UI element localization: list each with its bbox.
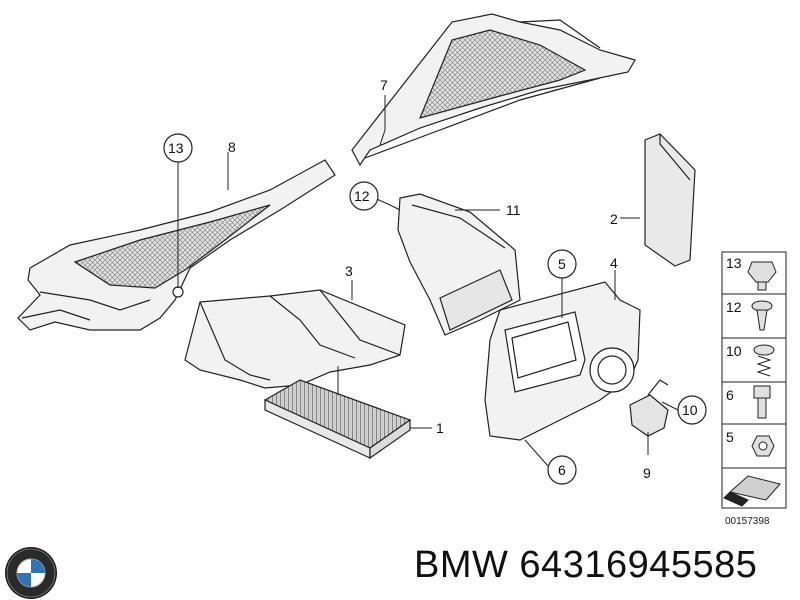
leader-lines — [177, 95, 679, 467]
part-2-filter-element — [644, 133, 696, 267]
callout-10-circle: 10 — [677, 395, 707, 425]
callout-13: 13 — [168, 140, 184, 156]
callout-5: 5 — [558, 256, 566, 272]
legend-item-6: 6 — [726, 387, 734, 403]
callout-13-circle: 13 — [163, 133, 193, 163]
callout-12-circle: 12 — [349, 181, 379, 211]
nut-icon — [751, 435, 775, 457]
part-7-cowl-panel — [351, 13, 636, 167]
part-number: BMW 64316945585 — [414, 544, 758, 586]
rivet-icon — [751, 300, 773, 331]
callout-8: 8 — [228, 139, 236, 155]
part-11-air-duct — [397, 193, 521, 336]
arrow-icon — [723, 475, 781, 507]
part-1-cabin-filter — [263, 379, 412, 460]
bmw-logo — [5, 547, 57, 599]
image-number: 00157398 — [725, 516, 770, 527]
legend-item-10: 10 — [726, 343, 742, 359]
callout-9: 9 — [643, 465, 651, 481]
callout-7: 7 — [380, 77, 388, 93]
callout-5-circle: 5 — [547, 249, 577, 279]
callout-6-circle: 6 — [547, 455, 577, 485]
part-8-cowl-panel — [17, 159, 336, 331]
clip-icon — [747, 261, 777, 291]
part-4-housing — [484, 281, 641, 441]
callout-11: 11 — [506, 202, 521, 218]
legend-item-13: 13 — [726, 255, 742, 271]
bolt-icon — [753, 385, 771, 419]
legend-item-12: 12 — [726, 299, 742, 315]
callout-10: 10 — [682, 402, 698, 418]
callout-6: 6 — [558, 462, 566, 478]
callout-4: 4 — [610, 255, 618, 271]
callout-3: 3 — [345, 263, 353, 279]
part-9-sensor — [629, 379, 669, 437]
callout-12: 12 — [354, 188, 370, 204]
legend-item-5: 5 — [726, 429, 734, 445]
callout-1: 1 — [436, 420, 444, 436]
part-3-duct-cover — [184, 289, 406, 389]
fastener-legend — [721, 251, 787, 509]
callout-2: 2 — [610, 211, 618, 227]
spring-nut-icon — [753, 344, 775, 377]
